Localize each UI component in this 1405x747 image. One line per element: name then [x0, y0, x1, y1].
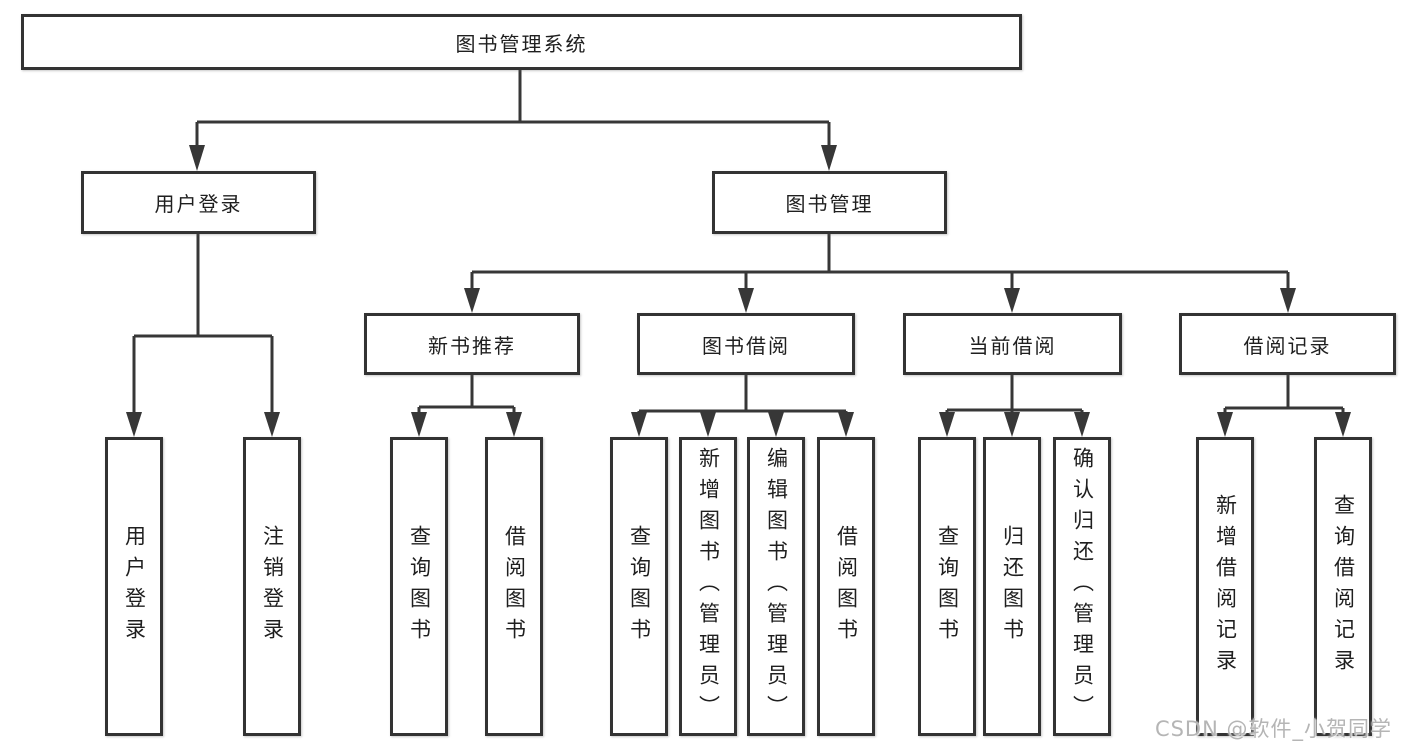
leaf-query-borrow-record: 查询借阅记录	[1314, 437, 1372, 736]
leaf-return-books-label: 归还图书	[1000, 524, 1025, 649]
leaf-borrow-books-label: 借阅图书	[834, 524, 859, 649]
node-borrow-records: 借阅记录	[1179, 313, 1396, 375]
connector-new-book-recommend-children	[417, 375, 516, 418]
connector-user-login-children	[132, 234, 274, 418]
leaf-logout: 注销登录	[243, 437, 301, 736]
leaf-add-borrow-record: 新增借阅记录	[1196, 437, 1254, 736]
node-new-book-recommend: 新书推荐	[364, 313, 580, 375]
leaf-borrow-books: 借阅图书	[817, 437, 875, 736]
leaf-borrow-books-recommend-label: 借阅图书	[502, 524, 527, 649]
leaf-return-books: 归还图书	[983, 437, 1041, 736]
connector-book-management-children	[470, 234, 1290, 293]
node-current-borrow: 当前借阅	[903, 313, 1122, 375]
leaf-add-books-admin-label: 新增图书（管理员）	[696, 447, 721, 726]
leaf-confirm-return-admin: 确认归还（管理员）	[1053, 437, 1111, 736]
arrowheads	[126, 145, 1351, 437]
leaf-query-books-current: 查询图书	[918, 437, 976, 736]
leaf-add-books-admin: 新增图书（管理员）	[679, 437, 737, 736]
connector-root-to-level2	[195, 68, 831, 150]
leaf-query-books-current-label: 查询图书	[935, 524, 960, 649]
connector-current-borrow-children	[945, 375, 1084, 418]
leaf-user-login: 用户登录	[105, 437, 163, 736]
node-book-borrow: 图书借阅	[637, 313, 855, 375]
leaf-query-books-borrow: 查询图书	[610, 437, 668, 736]
leaf-add-borrow-record-label: 新增借阅记录	[1213, 493, 1238, 680]
leaf-edit-books-admin-label: 编辑图书（管理员）	[764, 447, 789, 726]
csdn-watermark: CSDN @软件_小贺同学	[1154, 717, 1392, 741]
node-root-system: 图书管理系统	[21, 14, 1022, 70]
node-book-management: 图书管理	[712, 171, 947, 234]
leaf-borrow-books-recommend: 借阅图书	[485, 437, 543, 736]
leaf-query-books-recommend-label: 查询图书	[407, 524, 432, 649]
leaf-user-login-label: 用户登录	[122, 524, 147, 649]
node-user-login: 用户登录	[81, 171, 316, 234]
leaf-logout-label: 注销登录	[260, 524, 285, 649]
leaf-query-books-borrow-label: 查询图书	[627, 524, 652, 649]
connector-book-borrow-children	[637, 375, 848, 418]
leaf-query-books-recommend: 查询图书	[390, 437, 448, 736]
connector-borrow-records-children	[1223, 375, 1345, 418]
leaf-query-borrow-record-label: 查询借阅记录	[1331, 493, 1356, 680]
leaf-confirm-return-admin-label: 确认归还（管理员）	[1070, 447, 1095, 726]
leaf-edit-books-admin: 编辑图书（管理员）	[747, 437, 805, 736]
